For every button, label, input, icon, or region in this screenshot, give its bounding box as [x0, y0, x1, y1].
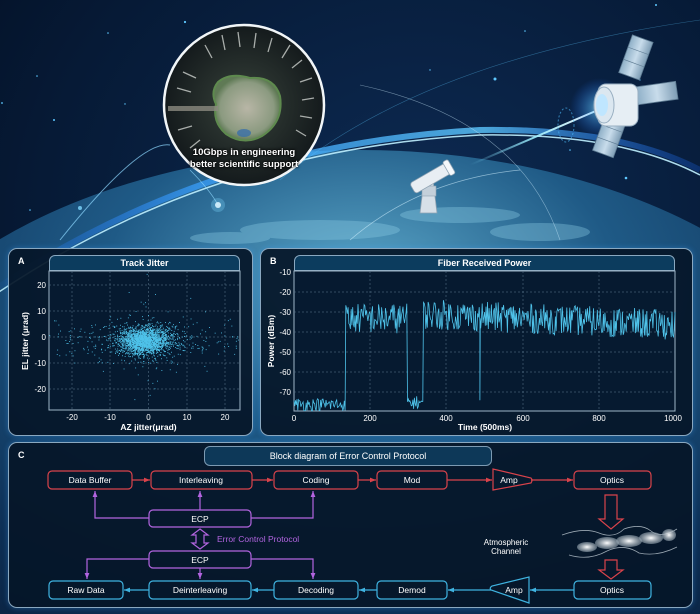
y-tick: -20 [34, 385, 46, 394]
panel-block-diagram: C Block diagram of Error Control Protoco… [8, 442, 693, 608]
y-axis-label: EL jitter (μrad) [20, 312, 30, 370]
block-data-buffer: Data Buffer [69, 475, 112, 485]
y-tick: -40 [279, 328, 291, 337]
y-tick: 10 [37, 307, 46, 316]
block-raw-data: Raw Data [67, 585, 105, 595]
channel-label-1: Atmospheric [484, 538, 528, 547]
satellite-icon [592, 34, 679, 159]
panel-fiber-received-power: B Fiber Received Power -10 -20 -30 -40 -… [260, 248, 693, 436]
block-interleaving: Interleaving [179, 475, 223, 485]
x-axis-label: Time (500ms) [458, 422, 512, 432]
caption-line-2: better scientific support [189, 159, 299, 170]
x-tick: 400 [439, 414, 453, 423]
y-tick: -10 [279, 268, 291, 277]
power-trace [293, 300, 676, 412]
block-ecp-top: ECP [191, 514, 209, 524]
block-tx-optics: Optics [600, 475, 624, 485]
y-axis-label: Power (dBm) [266, 315, 276, 368]
y-tick: -30 [279, 308, 291, 317]
x-tick: 10 [183, 413, 192, 422]
fiber-power-plot: -10 -20 -30 -40 -50 -60 -70 0 200 400 60… [266, 268, 682, 432]
block-deinterleaving: Deinterleaving [173, 585, 228, 595]
x-tick: 200 [363, 414, 377, 423]
panel-letter-b: B [270, 256, 277, 266]
y-tick: -50 [279, 348, 291, 357]
block-mod: Mod [404, 475, 421, 485]
block-coding: Coding [303, 475, 330, 485]
inset-caption: 10Gbps in engineering better scientific … [178, 147, 310, 171]
x-tick: -10 [104, 413, 116, 422]
scatter-points [49, 273, 239, 401]
atmospheric-channel-cloud-icon [561, 526, 678, 558]
channel-label-2: Channel [491, 547, 521, 556]
block-diagram-title: Block diagram of Error Control Protocol [204, 446, 492, 466]
x-axis-label: AZ jitter(μrad) [120, 422, 176, 432]
x-tick: 0 [146, 413, 151, 422]
x-tick: -20 [66, 413, 78, 422]
track-jitter-plot: 20 10 0 -10 -20 -20 -10 0 10 20 AZ jitte… [20, 270, 241, 432]
block-rx-optics: Optics [600, 585, 624, 595]
y-tick: -70 [279, 388, 291, 397]
block-demod: Demod [398, 585, 426, 595]
block-rx-amp: Amp [505, 585, 523, 595]
y-tick: -20 [279, 288, 291, 297]
x-tick: 600 [516, 414, 530, 423]
y-tick: 0 [42, 333, 47, 342]
panel-letter-c: C [18, 450, 25, 460]
block-ecp-bottom: ECP [191, 555, 209, 565]
x-tick: 800 [592, 414, 606, 423]
block-diagram: Data Buffer Interleaving Coding Mod Amp … [47, 468, 678, 604]
caption-line-1: 10Gbps in engineering [192, 147, 296, 158]
aerial-inset-image [162, 23, 326, 187]
block-tx-amp: Amp [500, 475, 518, 485]
y-tick: -60 [279, 368, 291, 377]
x-tick: 20 [221, 413, 230, 422]
ecp-label: Error Control Protocol [217, 534, 299, 544]
y-tick: -10 [34, 359, 46, 368]
block-decoding: Decoding [298, 585, 334, 595]
telescope-icon [410, 159, 456, 214]
panel-letter-a: A [18, 256, 25, 266]
x-tick: 0 [292, 414, 297, 423]
panel-track-jitter: A Track Jitter 20 10 0 -10 -20 -20 -10 0… [8, 248, 253, 436]
x-tick: 1000 [664, 414, 682, 423]
y-tick: 20 [37, 281, 46, 290]
